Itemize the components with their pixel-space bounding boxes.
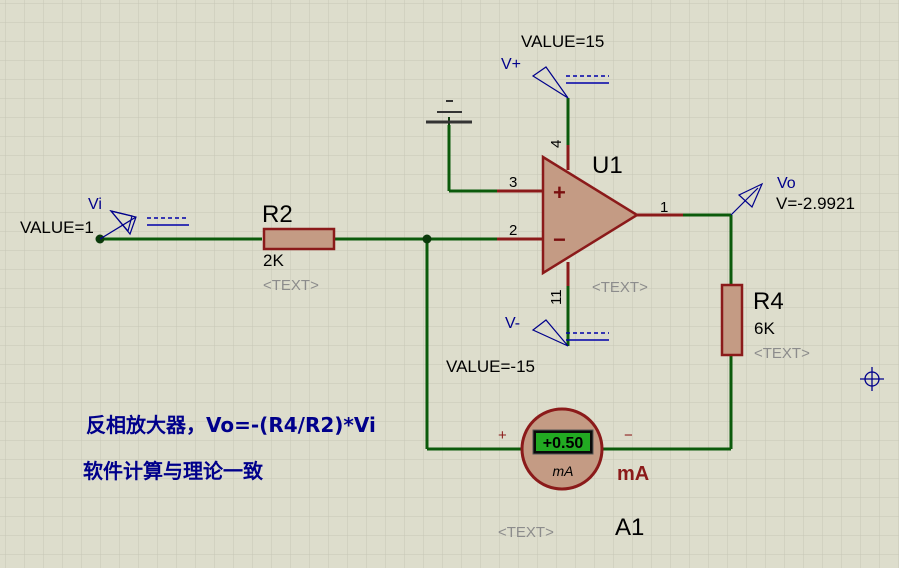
r2-value-label: 2K: [263, 251, 284, 270]
vplus-value-label: VALUE=15: [521, 32, 604, 51]
vminus-terminal[interactable]: [531, 319, 609, 347]
r4-resistor[interactable]: [720, 283, 744, 357]
a1-ref-label: A1: [615, 514, 644, 541]
note-line-2: 软件计算与理论一致: [83, 459, 264, 483]
opamp-plus-sign: +: [553, 180, 566, 205]
r2-resistor[interactable]: [262, 227, 336, 251]
r4-value-label: 6K: [754, 319, 775, 338]
u1-ref-label: U1: [592, 152, 623, 179]
r2-text-placeholder: <TEXT>: [263, 277, 319, 294]
vminus-label: V-: [505, 315, 520, 332]
ammeter-minus-terminal: −: [624, 427, 633, 444]
r4-text-placeholder: <TEXT>: [754, 345, 810, 362]
ammeter-a1[interactable]: [520, 407, 604, 491]
vo-label: Vo: [777, 175, 796, 192]
opamp-u1[interactable]: [497, 145, 683, 286]
pin-3-label: 3: [509, 174, 517, 191]
vplus-label: V+: [501, 56, 521, 73]
r4-ref-label: R4: [753, 288, 784, 315]
vo-value-label: V=-2.9921: [776, 194, 855, 213]
pin-2-label: 2: [509, 222, 517, 239]
origin-crosshair-icon: [860, 367, 884, 391]
pin-4-label: 4: [548, 140, 565, 148]
ammeter-plus-terminal: +: [498, 427, 507, 444]
r2-ref-label: R2: [262, 201, 293, 228]
junction-node[interactable]: [422, 234, 432, 244]
vi-value-label: VALUE=1: [20, 218, 94, 237]
wires: [100, 98, 733, 451]
vi-label: Vi: [88, 196, 102, 213]
ammeter-unit-label: mA: [617, 463, 649, 485]
ground-symbol[interactable]: [426, 100, 472, 125]
pin-1-label: 1: [660, 199, 668, 216]
note-line-1: 反相放大器，Vo=-(R4/R2)*Vi: [86, 413, 376, 437]
pin-11-label: 11: [548, 289, 565, 305]
vi-terminal[interactable]: [99, 209, 189, 240]
ammeter-reading: +0.50: [543, 435, 584, 452]
vminus-value-label: VALUE=-15: [446, 357, 535, 376]
u1-text-placeholder: <TEXT>: [592, 279, 648, 296]
vo-probe[interactable]: [730, 182, 764, 216]
a1-text-placeholder: <TEXT>: [498, 524, 554, 541]
opamp-minus-sign: −: [553, 227, 566, 252]
vplus-terminal[interactable]: [531, 66, 609, 99]
ammeter-unit: mA: [553, 463, 574, 479]
